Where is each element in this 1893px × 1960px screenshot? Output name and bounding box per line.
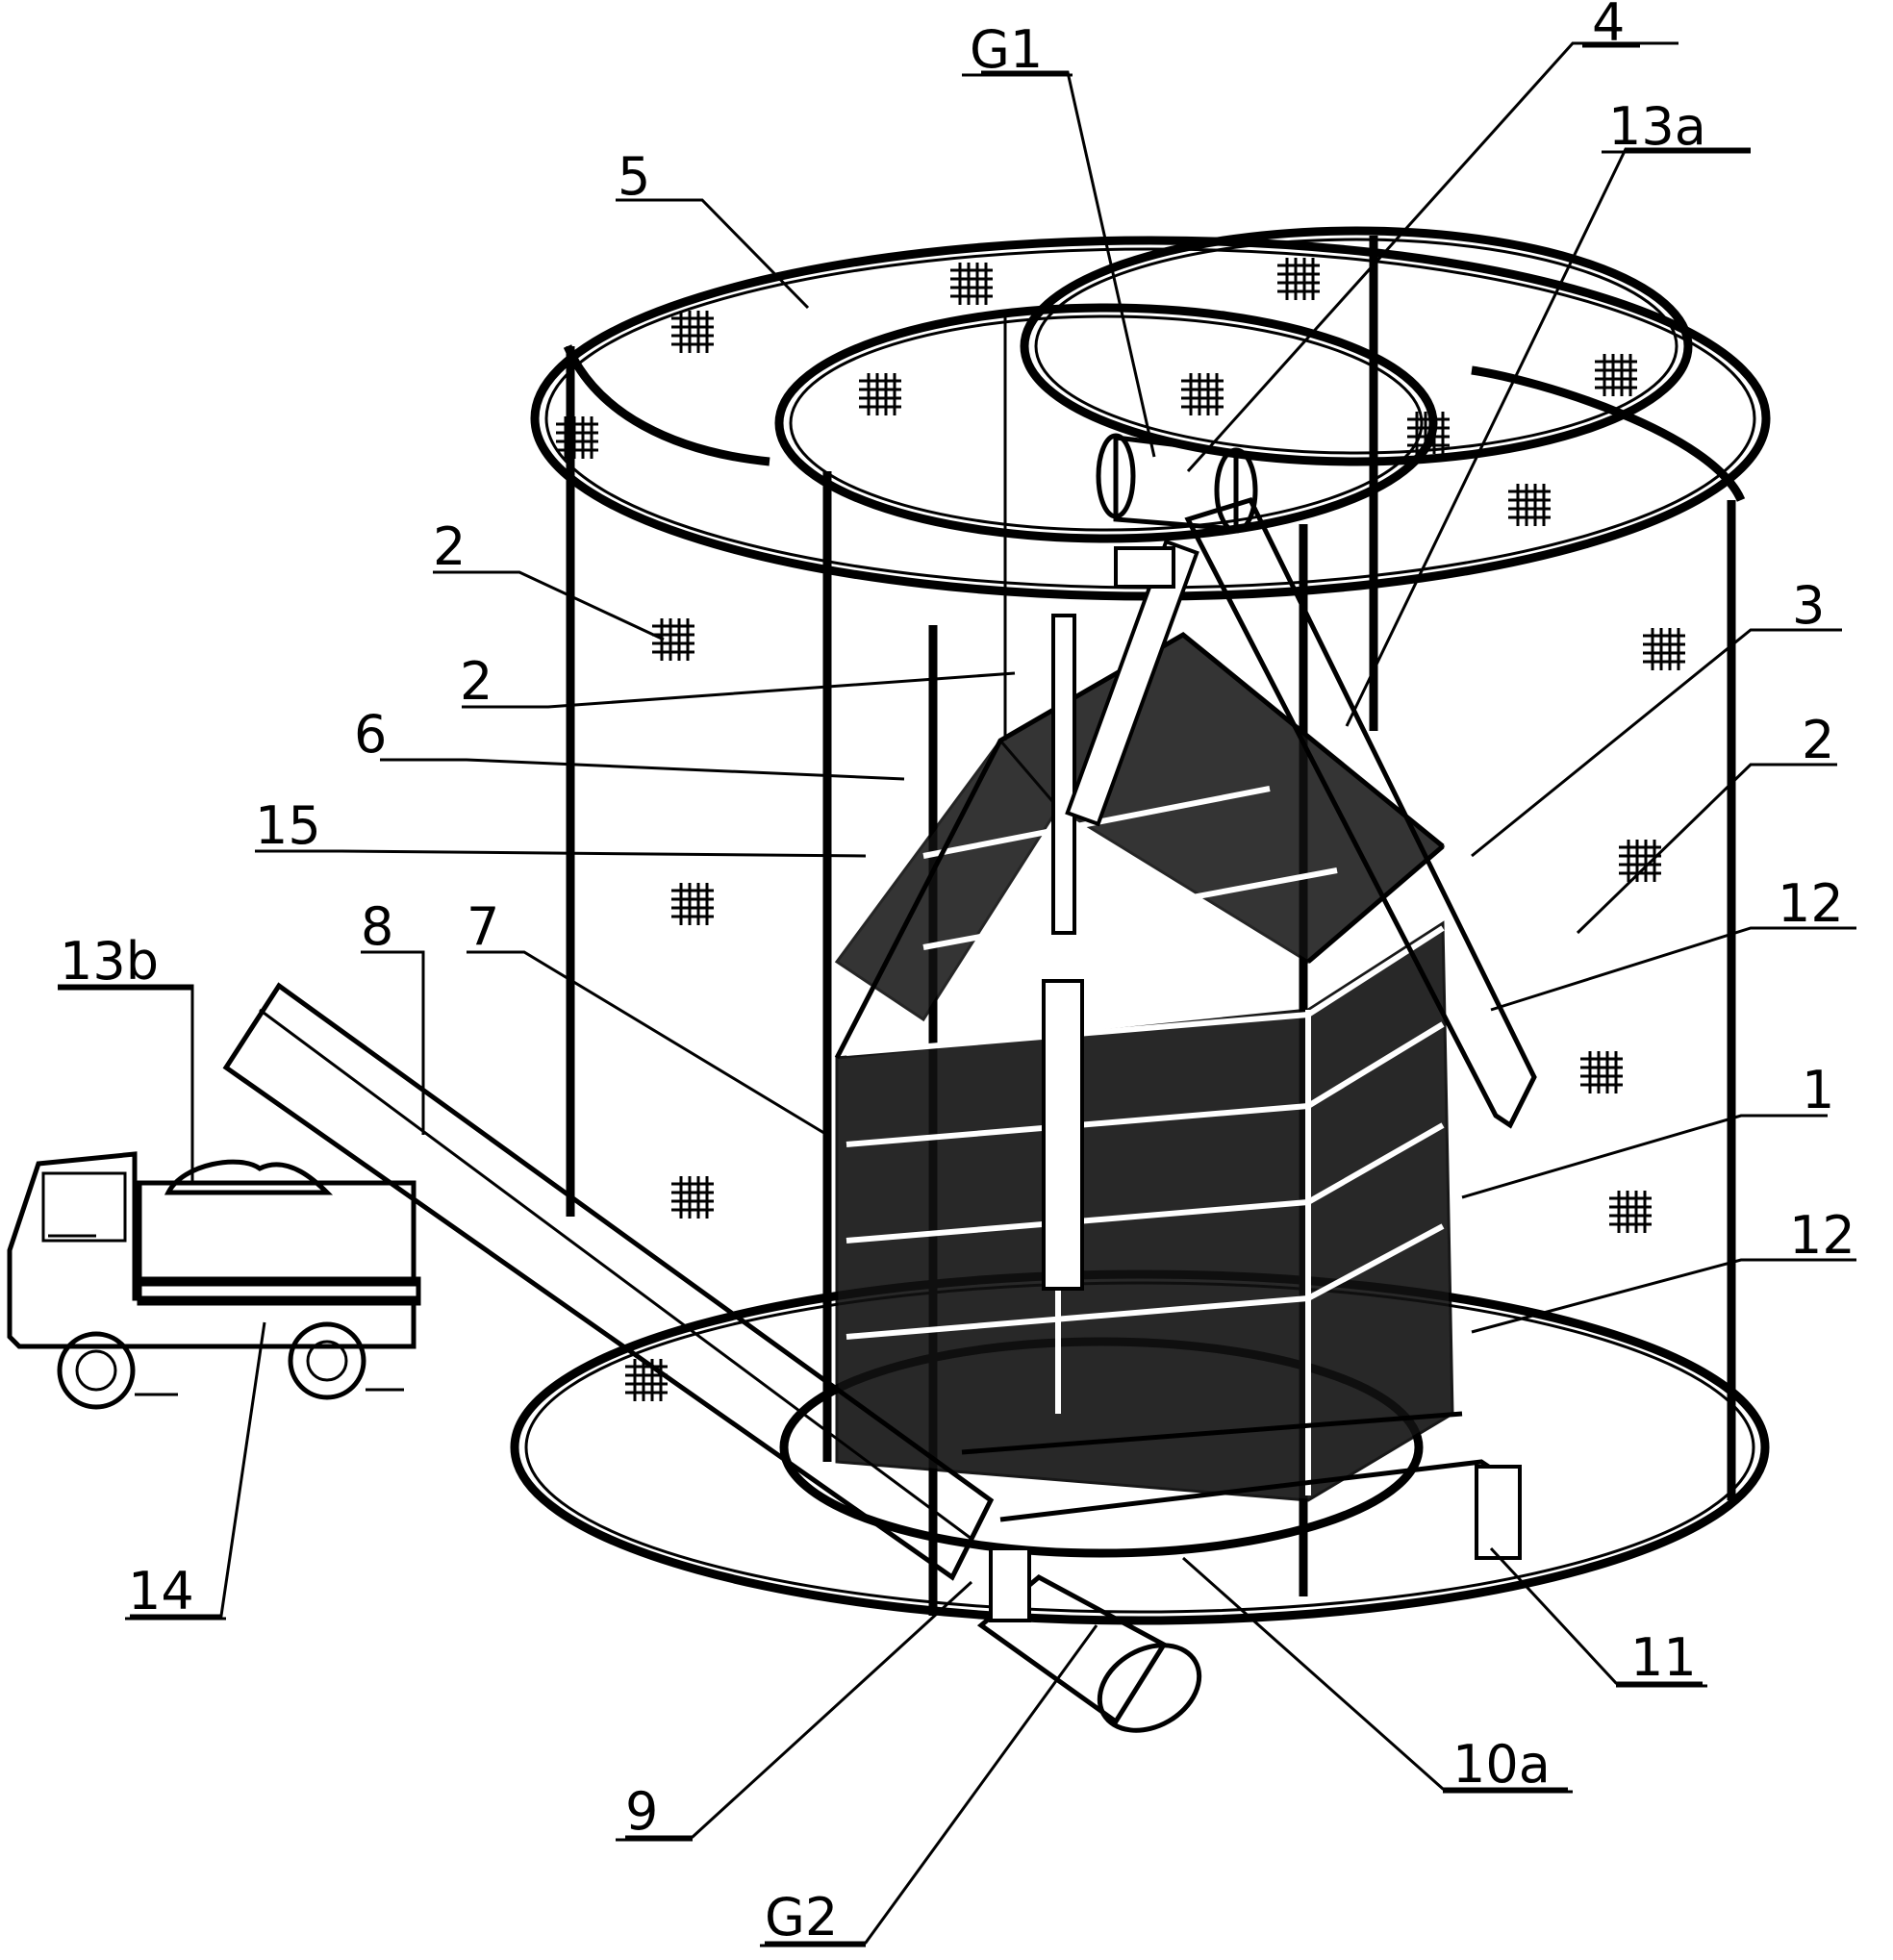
label-G2: G2	[765, 1887, 838, 1947]
label-14: 14	[128, 1561, 194, 1621]
label-9: 9	[625, 1781, 658, 1842]
label-2-c: 2	[1802, 710, 1834, 770]
label-13a: 13a	[1608, 96, 1706, 157]
label-2-b: 2	[460, 651, 492, 712]
label-11: 11	[1630, 1627, 1697, 1688]
label-8: 8	[361, 896, 393, 957]
label-12-a: 12	[1778, 873, 1844, 934]
label-10a: 10a	[1452, 1734, 1551, 1795]
leader-lines	[58, 41, 1856, 1945]
label-underlines	[58, 44, 1751, 1947]
central-rack	[834, 539, 1454, 1502]
label-13b: 13b	[60, 931, 159, 992]
top-drum-G1	[1096, 433, 1537, 1129]
label-G1: G1	[970, 19, 1043, 80]
top-ring-outer	[530, 236, 1771, 601]
label-5: 5	[618, 146, 650, 207]
label-1: 1	[1802, 1060, 1834, 1120]
label-2-a: 2	[433, 516, 466, 577]
label-4: 4	[1592, 0, 1625, 53]
conveyor-8	[222, 982, 995, 1581]
label-15: 15	[255, 795, 321, 856]
bottom-drum-G2	[976, 1546, 1202, 1733]
truck-14	[7, 1151, 421, 1410]
mesh-markers	[556, 258, 1685, 1401]
label-3: 3	[1792, 575, 1825, 636]
top-ring-inner-right	[1020, 226, 1693, 466]
top-ring-arc-right	[1471, 365, 1746, 502]
label-7: 7	[467, 896, 499, 957]
label-12-b: 12	[1789, 1205, 1855, 1266]
label-6: 6	[354, 704, 387, 765]
bottom-frame-11	[961, 1411, 1522, 1560]
top-ring-arc-left	[563, 344, 770, 466]
